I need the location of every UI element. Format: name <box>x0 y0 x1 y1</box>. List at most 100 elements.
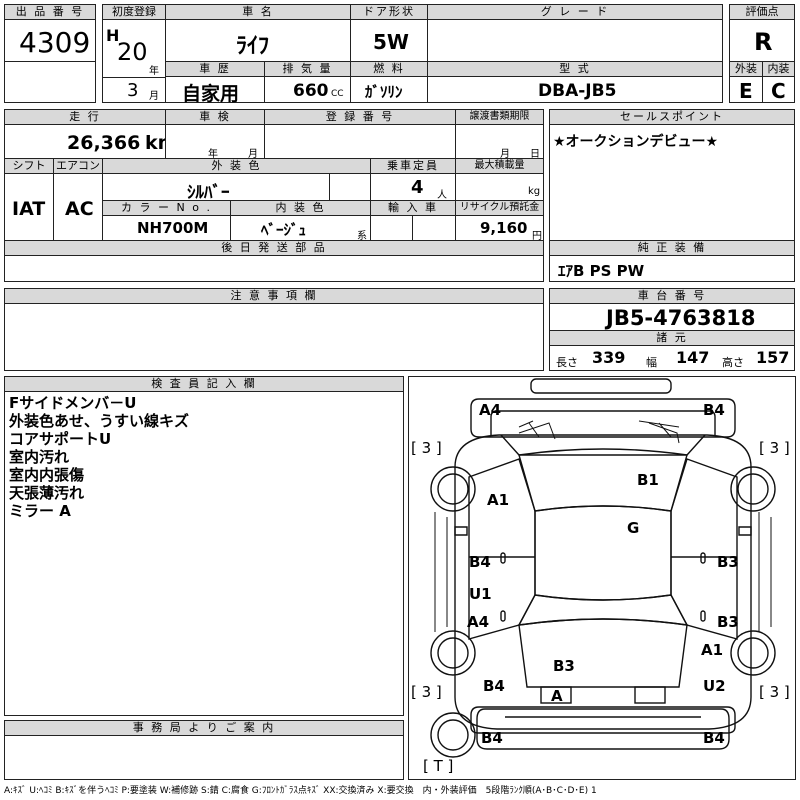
model-cell: DBA-JB5 <box>427 76 723 103</box>
inspector-note-line: 外装色あせ、うすい線キズ <box>9 412 190 430</box>
grade-cell <box>427 19 723 62</box>
mark-u2-right-quarter: U2 <box>703 677 726 695</box>
legend: A:ｷｽﾞ U:ﾍｺﾐ B:ｷｽﾞを伴うﾍｺﾐ P:要塗装 W:補修跡 S:錆 … <box>4 786 597 796</box>
model-label: 型 式 <box>427 61 723 77</box>
first-reg-label: 初度登録 <box>102 4 166 20</box>
shift-cell: IAT <box>4 173 54 241</box>
shift-value: IAT <box>12 198 46 220</box>
transfer-label: 譲渡書類期限 <box>455 109 544 125</box>
year-value: 20 <box>117 38 148 66</box>
mark-a1-left-front: A1 <box>487 491 510 509</box>
car-outline <box>430 378 776 758</box>
fuel-value: ｶﾞｿﾘﾝ <box>365 83 403 101</box>
grade-label: グ レ ー ド <box>427 4 723 20</box>
mark-t-spare: [ T ] <box>423 757 454 775</box>
mark-a4-left-rear: A4 <box>467 613 490 631</box>
sales-point-cell: ★オークションデビュー★ <box>549 124 795 258</box>
mileage-cell: 26,366 km <box>4 124 177 159</box>
capacity-cell: 4 人 <box>370 173 456 201</box>
fuel-cell: ｶﾞｿﾘﾝ <box>350 76 428 103</box>
specs-label: 諸 元 <box>549 330 795 346</box>
int-color-cell: ﾍﾞｰｼﾞｭ 系 <box>230 215 371 242</box>
kei-unit: 系 <box>357 231 367 242</box>
ext-color-cell: ｼﾙﾊﾞｰ <box>102 173 330 203</box>
mark-g-glass: G <box>627 519 640 537</box>
inspector-note-line: 天張薄汚れ <box>9 484 85 502</box>
lot-no-blank <box>4 61 96 103</box>
mark-a4-front-left: A4 <box>479 401 502 419</box>
mark-bracket-3-rear-left: [ 3 ] <box>411 683 442 701</box>
score-cell: R <box>729 19 795 62</box>
specs-cell: 長さ 339 幅 147 高さ 157 <box>549 345 795 371</box>
width-value: 147 <box>676 348 710 367</box>
width-label: 幅 <box>646 356 657 369</box>
notes-label: 注 意 事 項 欄 <box>4 288 544 304</box>
door-value: 5W <box>373 30 409 54</box>
month-unit: 月 <box>149 91 159 102</box>
color-no-value: NH700M <box>137 219 209 237</box>
mark-b3-hatch: B3 <box>553 657 575 675</box>
mark-a-rear-bumper: A <box>551 687 563 705</box>
color-no-cell: NH700M <box>102 215 231 241</box>
aircon-value: AC <box>65 198 94 220</box>
aircon-label: エアコン <box>53 158 103 174</box>
history-label: 車 歴 <box>165 61 265 77</box>
interior-value: C <box>771 79 786 103</box>
ext-color-extra <box>329 173 371 201</box>
inspector-note-line: Fサイドメンバ－U <box>9 394 137 412</box>
mark-b3-right-rear: B3 <box>717 613 739 631</box>
mark-b4-rear-left: B4 <box>481 729 503 747</box>
car-name-label: 車 名 <box>165 4 351 20</box>
score-value: R <box>754 28 773 56</box>
capacity-value: 4 <box>411 177 424 198</box>
history-cell: 自家用 <box>165 76 265 105</box>
mark-b1-roof: B1 <box>637 471 659 489</box>
inspector-note-line: コアサポートU <box>9 430 112 448</box>
insp-month-unit: 月 <box>248 149 258 160</box>
reg-no-cell <box>264 124 456 159</box>
recycle-cell: 9,160 円 <box>455 215 544 242</box>
capacity-label: 乗車定員 <box>370 158 456 174</box>
exterior-value: E <box>739 79 753 103</box>
inspector-note-line: ミラー A <box>9 502 71 520</box>
mark-bracket-3-rear-right: [ 3 ] <box>759 683 790 701</box>
sales-point-value: ★オークションデビュー★ <box>553 134 719 150</box>
later-parts-cell <box>4 255 544 282</box>
person-unit: 人 <box>437 190 447 201</box>
max-load-label: 最大積載量 <box>455 158 544 174</box>
mark-b3-right-door: B3 <box>717 553 739 571</box>
genuine-equip-label: 純 正 装 備 <box>549 240 795 256</box>
cc-unit: CC <box>331 89 344 99</box>
ext-color-label: 外 装 色 <box>102 158 371 174</box>
year-unit: 年 <box>149 66 159 77</box>
door-label: ドア形状 <box>350 4 428 20</box>
mark-a1-right-rear: A1 <box>701 641 724 659</box>
lot-no-cell: 4309 <box>4 19 96 62</box>
color-no-label: カ ラ ー N o . <box>102 200 231 216</box>
score-label: 評価点 <box>729 4 795 20</box>
interior-label: 内装 <box>762 61 795 77</box>
mark-b4-front-right: B4 <box>703 401 725 419</box>
length-value: 339 <box>592 348 626 367</box>
mileage-value: 26,366 <box>67 132 141 154</box>
mark-b4-left-quarter: B4 <box>483 677 505 695</box>
office-cell <box>4 735 404 780</box>
int-color-label: 内 装 色 <box>230 200 371 216</box>
inspector-note-line: 室内内張傷 <box>9 466 85 484</box>
first-reg-month-cell: 3 月 <box>102 77 166 103</box>
door-cell: 5W <box>350 19 428 62</box>
recycle-label: リサイクル預託金 <box>455 200 544 216</box>
office-label: 事 務 局 よ り ご 案 内 <box>4 720 404 736</box>
sales-point-label: セールスポイント <box>549 109 795 125</box>
kg-unit: kg <box>528 186 541 197</box>
car-name-cell: ﾗｲﾌ <box>165 19 351 62</box>
inspector-note-line: 室内汚れ <box>9 448 70 466</box>
notes-cell <box>4 303 544 371</box>
mark-b4-left-door: B4 <box>469 553 491 571</box>
chassis-no-cell: JB5-4763818 <box>549 303 795 331</box>
import-cell <box>370 215 413 241</box>
inspection-cell: 年 月 <box>165 124 265 160</box>
car-name-value: ﾗｲﾌ <box>236 34 270 59</box>
